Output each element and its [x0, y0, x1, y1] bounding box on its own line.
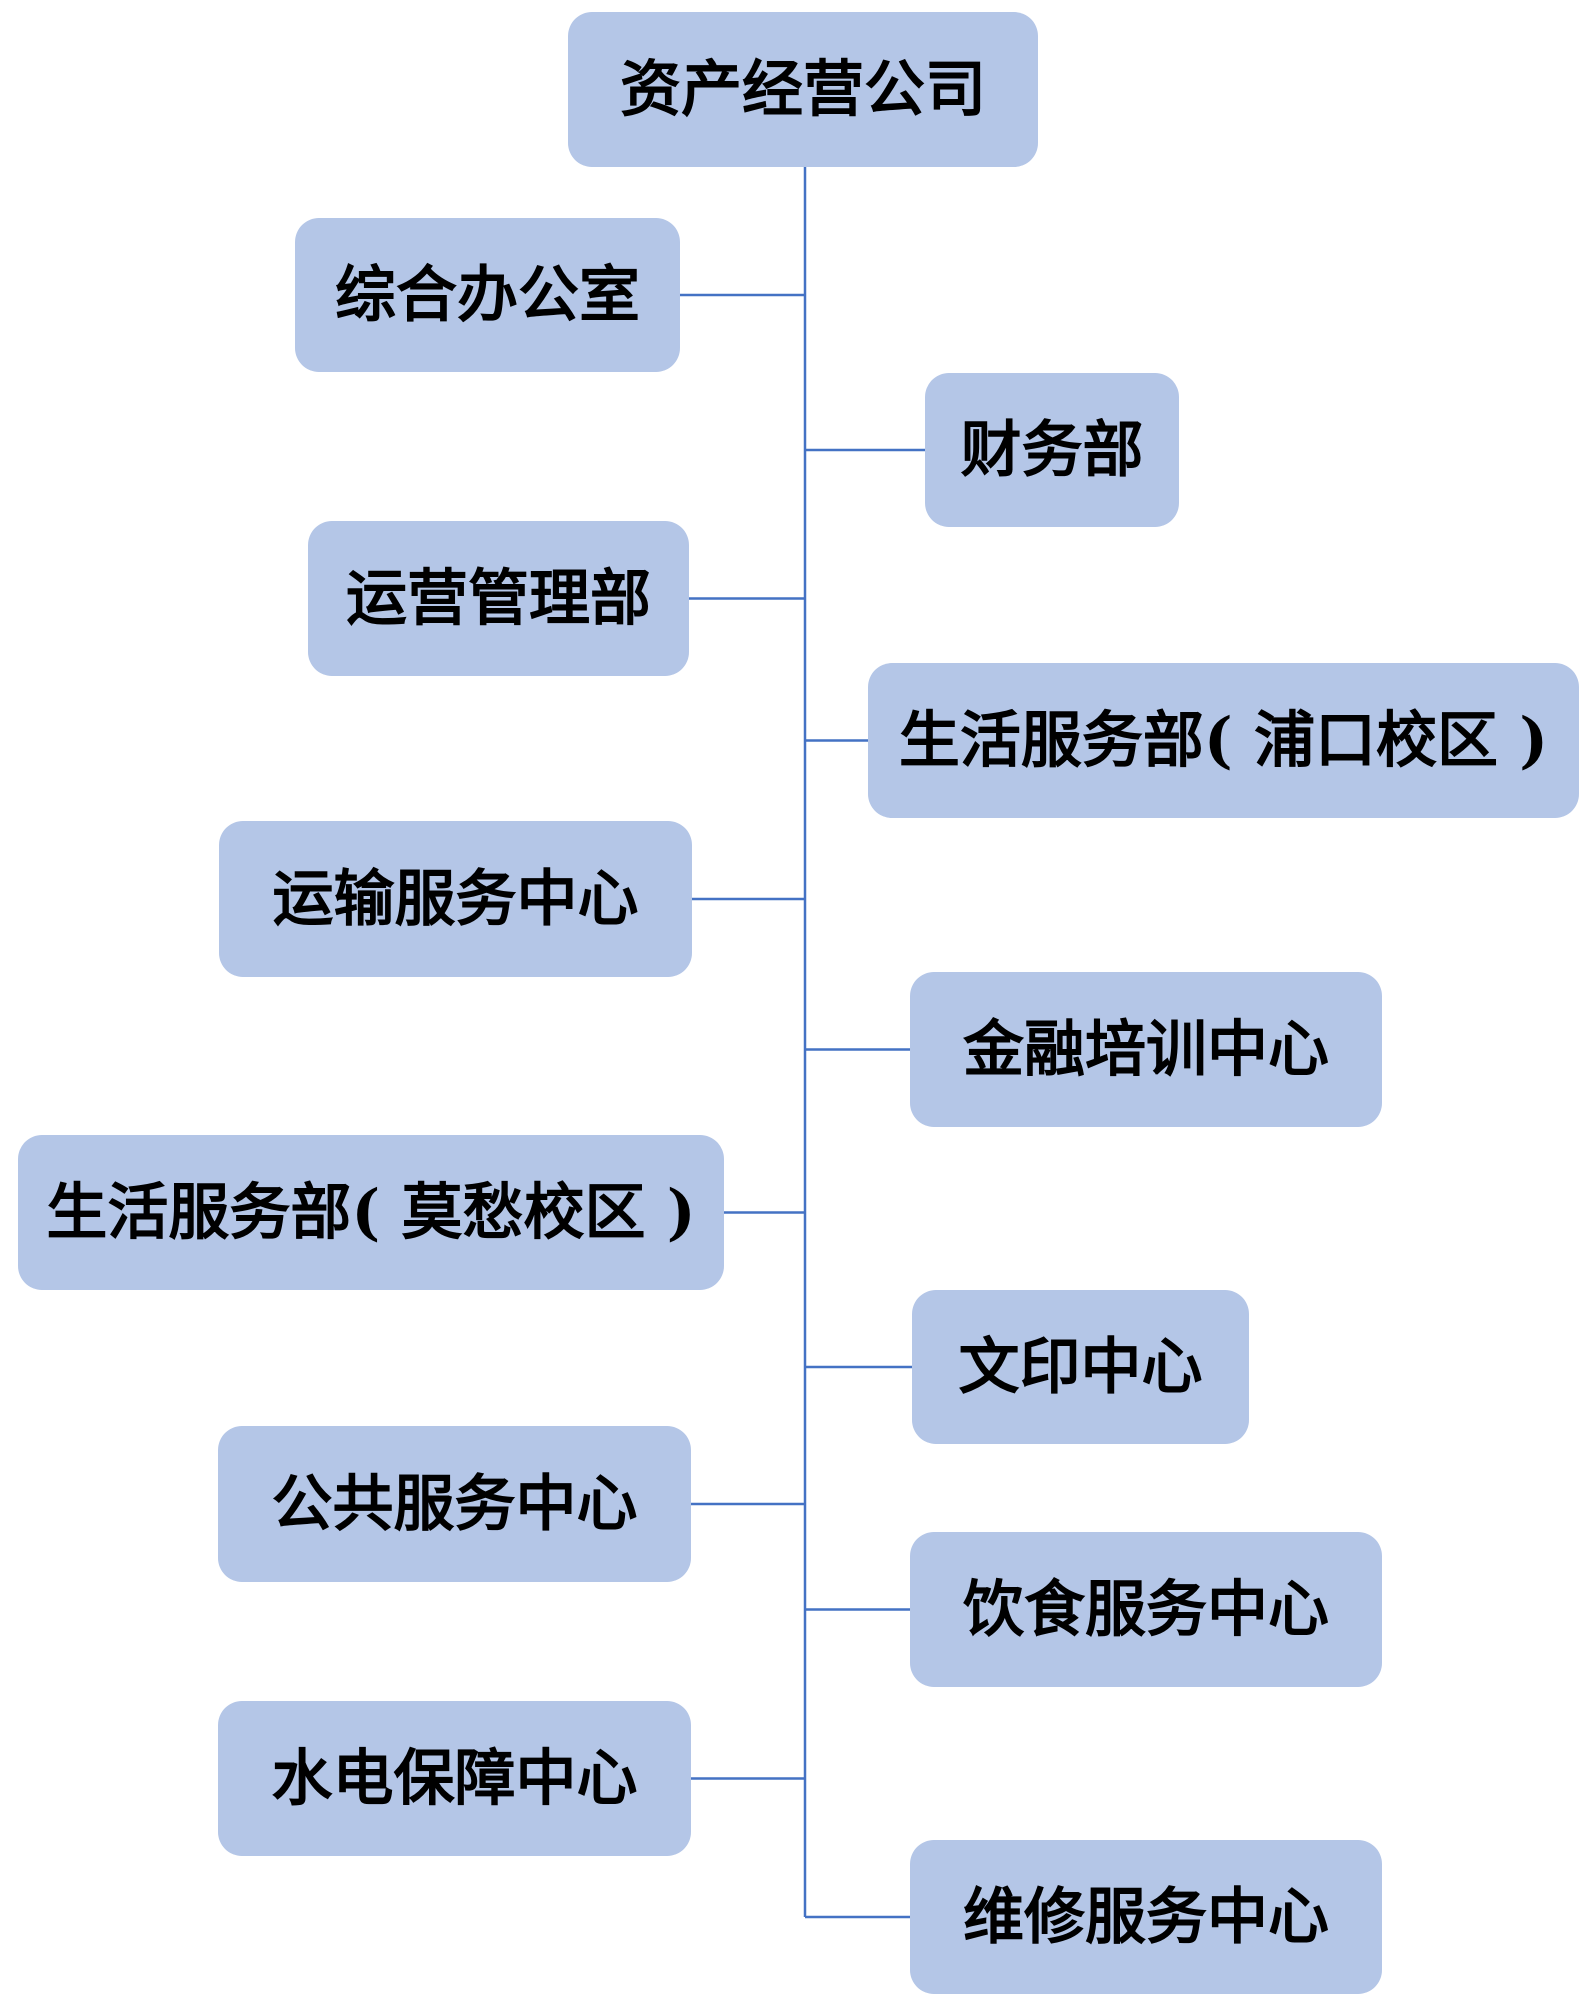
unit-box-general-office-label: 综合办公室: [335, 260, 640, 331]
unit-box-maintenance-services: 维修服务中心: [910, 1840, 1382, 1994]
unit-box-finance-training-label: 金融培训中心: [962, 1014, 1329, 1085]
unit-box-finance-dept: 财务部: [925, 373, 1179, 527]
unit-box-general-office: 综合办公室: [295, 218, 680, 372]
unit-box-printing-center-label: 文印中心: [958, 1332, 1202, 1403]
unit-box-transport-services: 运输服务中心: [219, 821, 692, 977]
unit-box-printing-center-shape: [912, 1290, 1249, 1444]
unit-box-general-office-shape: [295, 218, 680, 372]
root-box-shape: [568, 12, 1038, 167]
unit-box-printing-center: 文印中心: [912, 1290, 1249, 1444]
root-box: 资产经营公司: [568, 12, 1038, 167]
unit-box-transport-services-shape: [219, 821, 692, 977]
unit-box-public-services: 公共服务中心: [218, 1426, 691, 1582]
unit-box-utilities-center: 水电保障中心: [218, 1701, 691, 1856]
unit-box-utilities-center-label: 水电保障中心: [271, 1743, 637, 1814]
unit-box-finance-dept-label: 财务部: [960, 415, 1143, 486]
unit-box-public-services-shape: [218, 1426, 691, 1582]
unit-box-life-services-mochou-label: 生活服务部( 莫愁校区 ): [46, 1177, 695, 1248]
unit-box-transport-services-label: 运输服务中心: [272, 864, 638, 935]
unit-box-finance-training: 金融培训中心: [910, 972, 1382, 1127]
unit-box-finance-training-shape: [910, 972, 1382, 1127]
unit-box-life-services-pukou-label: 生活服务部( 浦口校区 ): [899, 705, 1548, 776]
unit-box-catering-services-label: 饮食服务中心: [963, 1574, 1329, 1645]
unit-box-operations-dept: 运营管理部: [308, 521, 689, 676]
connector-lines: [680, 167, 925, 1919]
unit-box-maintenance-services-label: 维修服务中心: [963, 1882, 1329, 1953]
unit-box-life-services-mochou: 生活服务部( 莫愁校区 ): [18, 1135, 724, 1290]
unit-box-operations-dept-shape: [308, 521, 689, 676]
unit-box-life-services-pukou: 生活服务部( 浦口校区 ): [868, 663, 1579, 818]
root-box-label: 资产经营公司: [620, 54, 986, 125]
unit-box-utilities-center-shape: [218, 1701, 691, 1856]
unit-box-public-services-label: 公共服务中心: [271, 1469, 637, 1540]
unit-box-maintenance-services-shape: [910, 1840, 1382, 1994]
unit-box-life-services-mochou-shape: [18, 1135, 724, 1290]
unit-box-catering-services: 饮食服务中心: [910, 1532, 1382, 1687]
unit-box-finance-dept-shape: [925, 373, 1179, 527]
unit-box-life-services-pukou-shape: [868, 663, 1579, 818]
unit-box-catering-services-shape: [910, 1532, 1382, 1687]
unit-box-operations-dept-label: 运营管理部: [346, 563, 651, 634]
